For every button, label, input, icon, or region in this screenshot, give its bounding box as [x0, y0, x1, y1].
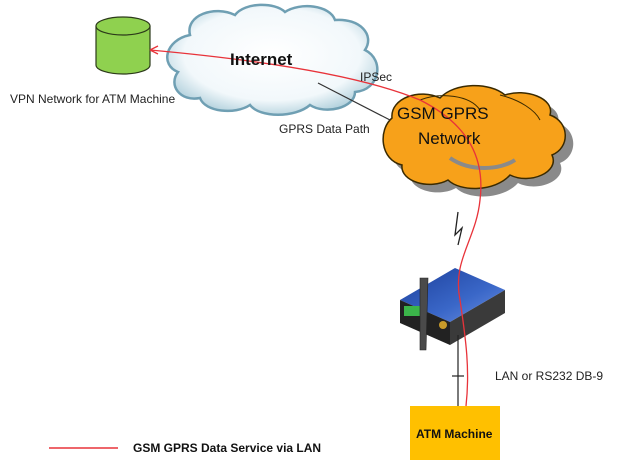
gsm-cloud-icon — [382, 84, 574, 197]
gprs-router-icon — [400, 268, 505, 351]
gprs-data-path-label: GPRS Data Path — [279, 122, 370, 136]
vpn-network-label: VPN Network for ATM Machine — [10, 92, 176, 106]
network-label: Network — [418, 129, 481, 148]
ipsec-label: IPSec — [360, 70, 393, 84]
wireless-link-icon — [454, 211, 464, 246]
gprs-data-path-line — [317, 82, 391, 121]
gsm-gprs-label: GSM GPRS — [397, 104, 489, 123]
legend-label: GSM GPRS Data Service via LAN — [133, 441, 322, 455]
atm-machine-label: ATM Machine — [416, 427, 493, 441]
arrow-head-icon — [149, 45, 159, 55]
vpn-database-icon — [95, 16, 151, 75]
internet-cloud-icon — [166, 3, 379, 116]
data-service-path — [149, 49, 482, 407]
internet-label: Internet — [230, 50, 293, 69]
lan-rs232-label: LAN or RS232 DB-9 — [495, 369, 604, 383]
atm-machine-box — [410, 406, 500, 460]
